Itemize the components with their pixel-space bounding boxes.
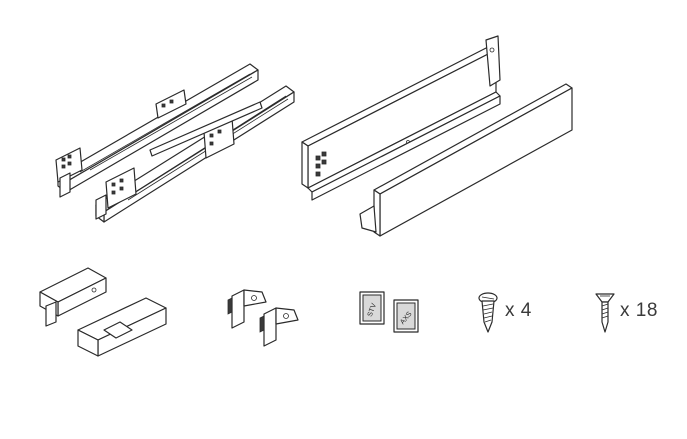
cover-cap-left: STV [359, 291, 385, 325]
round-screw-quantity: x 4 [505, 300, 532, 321]
round-head-screw-icon [478, 292, 498, 333]
cover-cap-right: AXS [393, 299, 419, 333]
drawer-side-front [359, 83, 573, 237]
flat-screw-quantity: x 18 [620, 300, 658, 321]
locking-clip-top [227, 289, 267, 329]
cap-left-text: STV [367, 302, 378, 317]
drawer-runner-right [95, 85, 295, 223]
front-bracket-left [39, 267, 107, 327]
front-bracket-right [77, 297, 167, 357]
drawer-runner-left [55, 63, 259, 198]
countersunk-screw-icon [595, 293, 615, 333]
drawer-side-back [301, 35, 501, 201]
locking-clip-bottom [259, 307, 299, 347]
